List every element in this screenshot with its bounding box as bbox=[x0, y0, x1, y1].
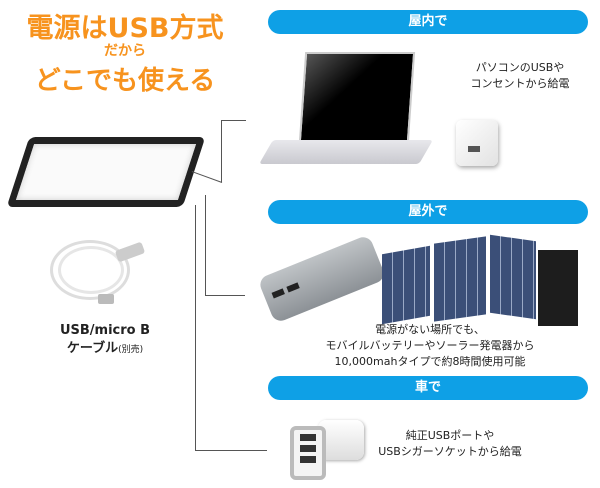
headline-line2: だから bbox=[104, 43, 146, 59]
cable-label: USB/micro B bbox=[59, 323, 151, 338]
light-panel-image bbox=[6, 137, 206, 207]
connector-line bbox=[195, 450, 267, 451]
section-indoor-pill: 屋内で bbox=[268, 10, 588, 34]
car-caption-1: 純正USBポートや bbox=[405, 429, 495, 442]
connector-line bbox=[205, 295, 245, 296]
section-outdoor-pill: 屋外で bbox=[268, 200, 588, 224]
outdoor-caption-3: 10,000mahタイプで約8時間使用可能 bbox=[334, 355, 526, 368]
car-caption-2: USBシガーソケットから給電 bbox=[378, 445, 522, 458]
headline-line3: どこでも使える bbox=[34, 66, 216, 96]
outdoor-caption-1: 電源がない場所でも、 bbox=[375, 323, 485, 336]
mobile-battery-image bbox=[257, 234, 387, 324]
cable-note: (別売) bbox=[118, 345, 144, 355]
indoor-caption-2: コンセントから給電 bbox=[470, 77, 570, 90]
headline-line1: 電源はUSB方式 bbox=[26, 13, 224, 44]
connector-line bbox=[221, 120, 246, 121]
cable-label-2: ケーブル bbox=[66, 341, 119, 356]
usb-ac-adapter-image bbox=[456, 120, 498, 166]
connector-line bbox=[195, 205, 196, 450]
outdoor-caption-2: モバイルバッテリーやソーラー発電器から bbox=[325, 339, 535, 352]
indoor-caption-1: パソコンのUSBや bbox=[475, 61, 565, 74]
usb-cable-image bbox=[48, 238, 148, 308]
solar-panel-image bbox=[372, 230, 582, 326]
laptop-image bbox=[259, 52, 433, 172]
car-charger-image bbox=[288, 416, 368, 482]
connector-line bbox=[221, 120, 222, 182]
connector-line bbox=[205, 195, 206, 295]
section-car-pill: 車で bbox=[268, 376, 588, 400]
connector-line bbox=[191, 171, 223, 183]
